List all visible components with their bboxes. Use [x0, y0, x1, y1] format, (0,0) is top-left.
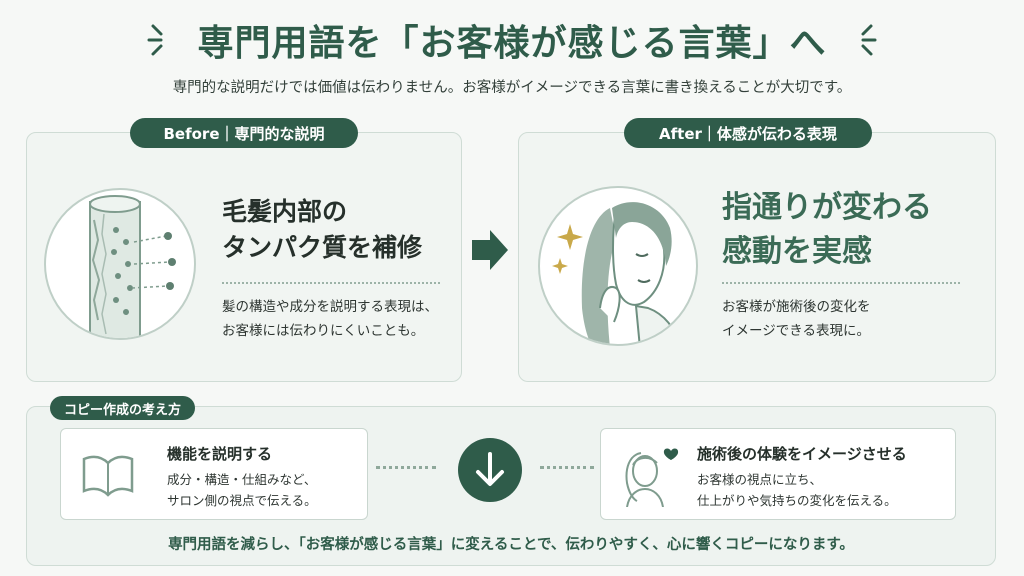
right-arrow-icon	[472, 230, 508, 270]
experience-card-desc-line1: お客様の視点に立ち、	[697, 472, 823, 487]
experience-card-desc-line2: 仕上がりや気持ちの変化を伝える。	[697, 493, 897, 509]
experience-card-title: 施術後の体験をイメージさせる	[697, 445, 907, 463]
spark-left-icon	[147, 24, 163, 56]
function-card: 機能を説明する 成分・構造・仕組みなど、 サロン側の視点で伝える。	[60, 428, 368, 520]
after-divider	[722, 282, 960, 284]
process-tag: コピー作成の考え方	[50, 396, 196, 420]
experience-card-desc: お客様の視点に立ち、 仕上がりや気持ちの変化を伝える。	[697, 469, 897, 512]
dots-left	[376, 466, 436, 469]
down-arrow-circle	[458, 438, 522, 502]
after-heading-line1: 指通りが変わる	[722, 190, 932, 225]
function-card-desc-line1: 成分・構造・仕組みなど、	[167, 472, 317, 487]
down-arrow-icon	[476, 452, 504, 486]
after-desc-line1: お客様が施術後の変化を	[722, 299, 871, 315]
after-heading: 指通りが変わる 感動を実感	[722, 186, 932, 273]
before-desc-line1: 髪の構造や成分を説明する表現は、	[222, 299, 438, 315]
after-label: After｜体感が伝わる表現	[624, 118, 872, 148]
after-description: お客様が施術後の変化を イメージできる表現に。	[722, 296, 871, 343]
before-heading-line1: 毛髪内部の	[222, 197, 348, 226]
title-row: 専門用語を「お客様が感じる言葉」へ	[0, 14, 1024, 66]
experience-card: 施術後の体験をイメージさせる お客様の視点に立ち、 仕上がりや気持ちの変化を伝え…	[600, 428, 956, 520]
woman-touching-hair-illustration	[538, 186, 698, 346]
footer-message: 専門用語を減らし、「お客様が感じる言葉」に変えることで、伝わりやすく、心に響くコ…	[168, 537, 854, 553]
before-heading-line2: タンパク質を補修	[222, 233, 423, 263]
after-heading-line2: 感動を実感	[722, 233, 872, 269]
woman-heart-icon	[625, 448, 679, 507]
before-label: Before｜専門的な説明	[130, 118, 358, 148]
dots-right	[540, 466, 594, 469]
function-card-desc: 成分・構造・仕組みなど、 サロン側の視点で伝える。	[167, 469, 317, 512]
woman-svg	[552, 202, 680, 344]
open-book-icon	[82, 455, 134, 497]
spark-right-icon	[861, 24, 876, 56]
before-description: 髪の構造や成分を説明する表現は、 お客様には伝わりにくいことも。	[222, 296, 438, 343]
hair-structure-svg	[89, 195, 176, 338]
hair-structure-illustration	[44, 188, 196, 340]
page-title: 専門用語を「お客様が感じる言葉」へ	[197, 23, 827, 64]
after-desc-line2: イメージできる表現に。	[722, 322, 870, 339]
before-divider	[222, 282, 440, 284]
before-heading: 毛髪内部の タンパク質を補修	[222, 194, 422, 267]
before-desc-line2: お客様には伝わりにくいことも。	[222, 322, 425, 339]
page-subtitle: 専門的な説明だけでは価値は伝わりません。お客様がイメージできる言葉に書き換えるこ…	[172, 80, 852, 96]
function-card-desc-line2: サロン側の視点で伝える。	[167, 493, 317, 509]
function-card-title: 機能を説明する	[167, 445, 273, 463]
